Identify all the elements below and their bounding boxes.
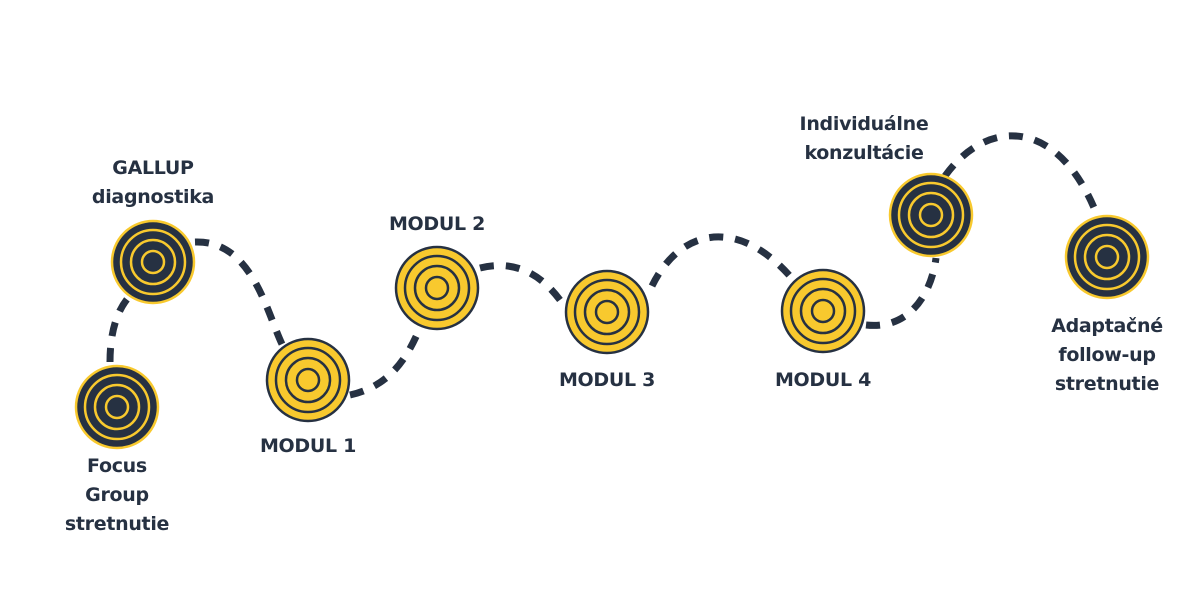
step-label-line: Individuálne — [799, 113, 929, 135]
step-node-4-target-icon — [394, 245, 480, 331]
target-ring — [274, 346, 342, 414]
target-ring — [810, 298, 836, 324]
step-label-5: MODUL 3 — [559, 366, 655, 395]
step-node-1-target-icon — [74, 364, 160, 450]
target-ring — [583, 288, 631, 336]
target-ring — [1073, 223, 1141, 291]
step-node-5-target-icon — [564, 269, 650, 355]
step-label-line: diagnostika — [91, 186, 215, 208]
step-label-8: Adaptačné follow-up stretnutie — [1051, 312, 1163, 399]
step-label-line: stretnutie — [1054, 373, 1160, 395]
step-label-line: MODUL 1 — [259, 435, 357, 457]
step-label-line: Adaptačné — [1051, 315, 1163, 337]
target-ring — [1094, 244, 1120, 270]
target-ring — [897, 181, 965, 249]
step-label-4: MODUL 2 — [389, 210, 485, 239]
step-label-line: Group — [85, 484, 149, 506]
target-ring — [594, 299, 620, 325]
step-node-8-target-icon — [1064, 214, 1150, 300]
step-label-7: Individuálne konzultácie — [800, 110, 929, 168]
target-ring — [403, 254, 471, 322]
path-segment — [479, 262, 563, 303]
path-segment — [349, 326, 424, 399]
path-segment — [194, 238, 289, 352]
step-node-6-target-icon — [780, 268, 866, 354]
target-ring — [140, 249, 166, 275]
step-label-line: MODUL 2 — [388, 213, 486, 235]
step-label-3: MODUL 1 — [260, 432, 356, 461]
target-ring — [129, 238, 177, 286]
step-label-line: stretnutie — [64, 513, 170, 535]
target-ring — [789, 277, 857, 345]
path-segment — [942, 132, 1099, 212]
step-label-2: GALLUP diagnostika — [92, 154, 214, 212]
target-ring — [284, 356, 332, 404]
target-ring — [104, 394, 130, 420]
target-ring — [413, 264, 461, 312]
step-label-line: follow-up — [1058, 344, 1156, 366]
target-ring — [1083, 233, 1131, 281]
dashed-path — [106, 132, 1099, 399]
target-ring — [93, 383, 141, 431]
step-label-6: MODUL 4 — [775, 366, 871, 395]
step-node-3-target-icon — [265, 337, 351, 423]
target-ring — [907, 191, 955, 239]
step-node-7-target-icon — [888, 172, 974, 258]
step-label-line: GALLUP — [112, 157, 194, 179]
path-segment — [106, 295, 131, 363]
target-ring — [295, 367, 321, 393]
target-ring — [83, 373, 151, 441]
target-ring — [918, 202, 944, 228]
path-segment — [648, 233, 798, 288]
step-label-line: MODUL 3 — [558, 369, 656, 391]
path-segment — [865, 257, 940, 329]
step-label-line: MODUL 4 — [774, 369, 872, 391]
step-label-line: Focus — [87, 455, 147, 477]
target-ring — [799, 287, 847, 335]
target-ring — [573, 278, 641, 346]
target-ring — [119, 228, 187, 296]
step-node-2-target-icon — [110, 219, 196, 305]
target-ring — [424, 275, 450, 301]
step-label-line: konzultácie — [804, 142, 924, 164]
